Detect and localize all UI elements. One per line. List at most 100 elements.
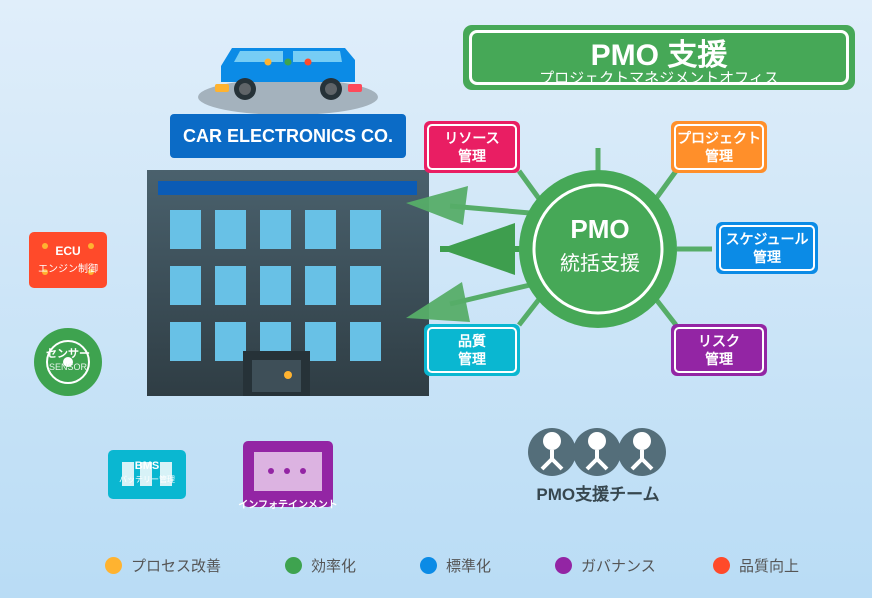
legend-item: ガバナンス: [555, 556, 656, 575]
car-light-yellow: [264, 58, 272, 66]
team-member-icon: [528, 428, 576, 476]
legend-item: 効率化: [285, 556, 357, 575]
ecu-subtitle: エンジン制御: [38, 264, 98, 275]
team-label: PMO支援チーム: [536, 485, 660, 504]
legend-dot: [420, 556, 437, 574]
car-hub-rear: [325, 83, 337, 95]
building-window: [305, 322, 336, 361]
bms-component: BMS バッテリー管理: [108, 450, 186, 499]
legend-label: 効率化: [311, 557, 357, 575]
legend-item: 品質向上: [713, 556, 800, 575]
pmo-center: PMO 統括支援: [541, 192, 659, 310]
legend-dot: [713, 556, 730, 574]
building-door: [252, 360, 301, 392]
building-window: [350, 322, 381, 361]
title-banner: PMO 支援 プロジェクトマネジメントオフィス: [463, 25, 855, 90]
pmo-center-circle: [519, 170, 677, 328]
building-window: [170, 322, 201, 361]
building-window: [350, 210, 381, 249]
function-label-line1: リソース: [444, 130, 500, 146]
sensor-subtitle: SENSOR: [48, 362, 87, 372]
support-arrows: [406, 186, 531, 322]
function-label-line2: 管理: [705, 148, 733, 164]
arrow-head-bottom: [406, 282, 470, 322]
legend-label: 標準化: [446, 557, 492, 575]
team-member-icon: [618, 428, 666, 476]
building-icon: [147, 170, 429, 396]
page-subtitle: プロジェクトマネジメントオフィス: [539, 70, 779, 87]
function-label-line1: プロジェクト: [677, 130, 761, 146]
legend-label: プロセス改善: [131, 557, 222, 575]
sensor-ring: [46, 340, 90, 384]
function-risk-management[interactable]: リスク管理: [671, 324, 767, 376]
ecu-pin: [88, 243, 94, 249]
building-sign-strip: [158, 181, 417, 195]
ecu-component: ECU エンジン制御: [29, 232, 107, 288]
sensor-dot: [63, 357, 73, 367]
function-label-line1: 品質: [458, 333, 486, 349]
bms-title: BMS: [134, 460, 160, 472]
building-window: [215, 322, 246, 361]
building-window: [260, 266, 291, 305]
title-banner-border: [469, 30, 849, 85]
function-label-line1: リスク: [698, 333, 740, 349]
connector-risk: [653, 296, 678, 327]
function-label-line1: スケジュール: [725, 231, 809, 247]
building-window: [170, 266, 201, 305]
connector-project: [652, 169, 679, 202]
building-window: [260, 210, 291, 249]
connector-lines: [516, 148, 712, 327]
function-label-line2: 管理: [458, 351, 486, 367]
door-knob: [284, 371, 292, 379]
function-project-management[interactable]: プロジェクト管理: [671, 121, 767, 173]
building-window: [305, 266, 336, 305]
sensor-title: センサー: [46, 348, 90, 360]
screen-dot: [300, 468, 306, 474]
car-window-front: [234, 51, 283, 62]
building-window: [170, 210, 201, 249]
screen-dot: [284, 468, 290, 474]
company-label: CAR ELECTRONICS CO.: [170, 114, 406, 158]
page-title: PMO 支援: [590, 39, 728, 72]
function-quality-management[interactable]: 品質管理: [424, 324, 520, 376]
car-headlight: [215, 84, 229, 92]
team-members: [528, 428, 666, 476]
car-window-rear: [293, 51, 342, 62]
building-window: [350, 266, 381, 305]
infotainment-screen: [254, 452, 322, 491]
connector-resource: [516, 169, 543, 202]
arrow-head-top: [406, 186, 468, 225]
legend-dot: [105, 556, 122, 574]
ecu-pin: [88, 269, 94, 275]
pmo-center-title: PMO: [570, 214, 630, 244]
car-taillight: [348, 84, 362, 92]
function-label-line2: 管理: [705, 351, 733, 367]
arrow-head-middle: [440, 223, 515, 275]
connector-quality: [517, 296, 542, 327]
function-resource-management[interactable]: リソース管理: [424, 121, 520, 173]
infotainment-title: インフォテインメント: [238, 500, 338, 511]
battery-cell: [160, 462, 172, 486]
battery-cell: [140, 462, 152, 486]
car-icon: [198, 48, 378, 115]
battery-cells: [122, 462, 172, 486]
legend-label: ガバナンス: [581, 557, 656, 575]
pmo-center-subtitle: 統括支援: [560, 253, 640, 275]
ecu-title: ECU: [55, 244, 81, 258]
ecu-pin: [42, 269, 48, 275]
team-member-icon: [573, 428, 621, 476]
ecu-pin: [42, 243, 48, 249]
car-light-green: [284, 58, 292, 66]
function-schedule-management[interactable]: スケジュール管理: [716, 222, 818, 274]
car-hub-front: [239, 83, 251, 95]
infotainment-component: インフォテインメント: [238, 441, 338, 511]
building-window: [305, 210, 336, 249]
building-window: [215, 210, 246, 249]
legend-dot: [285, 556, 302, 574]
pmo-center-ring: [532, 183, 664, 315]
legend-label: 品質向上: [739, 557, 800, 575]
legend-item: 標準化: [420, 556, 492, 575]
bms-subtitle: バッテリー管理: [119, 475, 175, 484]
function-label-line2: 管理: [753, 249, 781, 265]
